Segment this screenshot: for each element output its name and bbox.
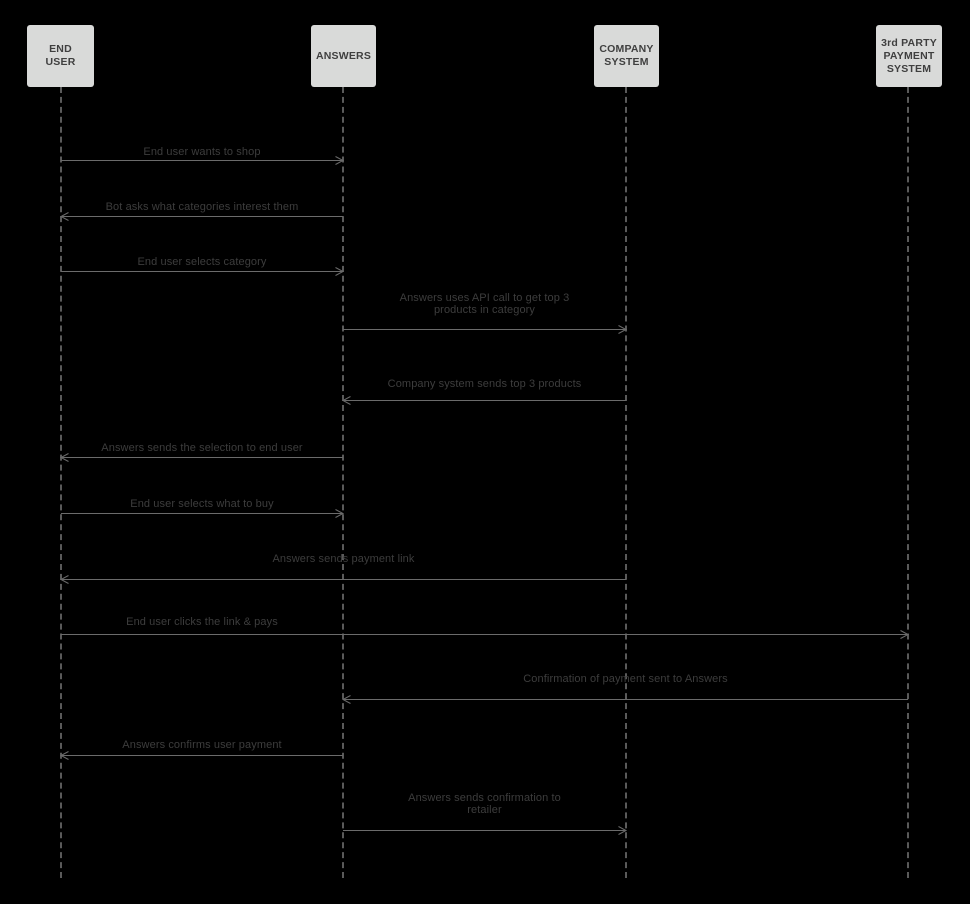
message-label: End user wants to shop bbox=[143, 146, 261, 158]
lifeline-company-system bbox=[625, 87, 627, 878]
message-line bbox=[343, 400, 626, 401]
message-line bbox=[61, 579, 626, 580]
message-line bbox=[61, 160, 343, 161]
arrowhead-left-icon bbox=[59, 575, 69, 584]
arrowhead-left-icon bbox=[341, 695, 351, 704]
message-line bbox=[61, 216, 343, 217]
message-label: End user selects what to buy bbox=[130, 498, 274, 510]
message-label: Company system sends top 3 products bbox=[387, 378, 582, 390]
arrowhead-right-icon bbox=[335, 156, 345, 165]
message-line bbox=[61, 755, 343, 756]
lifeline-header-company-system[interactable]: COMPANY SYSTEM bbox=[594, 25, 659, 87]
lifeline-header-end-user[interactable]: END USER bbox=[27, 25, 94, 87]
message-line bbox=[61, 271, 343, 272]
message-label: Answers sends the selection to end user bbox=[101, 442, 303, 454]
arrowhead-left-icon bbox=[341, 396, 351, 405]
lifeline-label: COMPANY SYSTEM bbox=[599, 43, 654, 68]
lifeline-answers bbox=[342, 87, 344, 878]
lifeline-label: 3rd PARTY PAYMENT SYSTEM bbox=[881, 36, 937, 75]
message-line bbox=[343, 699, 908, 700]
arrowhead-left-icon bbox=[59, 212, 69, 221]
arrowhead-left-icon bbox=[59, 453, 69, 462]
lifeline-header-third-party-payment[interactable]: 3rd PARTY PAYMENT SYSTEM bbox=[876, 25, 942, 87]
message-line bbox=[343, 329, 626, 330]
lifeline-header-answers[interactable]: ANSWERS bbox=[311, 25, 376, 87]
lifeline-end-user bbox=[60, 87, 62, 878]
message-label: Answers confirms user payment bbox=[122, 739, 282, 751]
message-line bbox=[343, 830, 626, 831]
message-label: Answers sends payment link bbox=[272, 553, 415, 565]
lifeline-label: ANSWERS bbox=[315, 49, 372, 62]
message-line bbox=[61, 513, 343, 514]
lifeline-third-party-payment bbox=[907, 87, 909, 878]
message-label: Answers sends confirmation to retailer bbox=[408, 792, 561, 816]
message-line bbox=[61, 634, 908, 635]
message-line bbox=[61, 457, 343, 458]
arrowhead-left-icon bbox=[59, 751, 69, 760]
arrowhead-right-icon bbox=[618, 826, 628, 835]
message-label: End user selects category bbox=[137, 256, 267, 268]
message-label: Confirmation of payment sent to Answers bbox=[523, 673, 728, 685]
arrowhead-right-icon bbox=[335, 509, 345, 518]
lifeline-label: END USER bbox=[45, 43, 76, 68]
message-label: Bot asks what categories interest them bbox=[105, 201, 299, 213]
arrowhead-right-icon bbox=[618, 325, 628, 334]
arrowhead-right-icon bbox=[900, 630, 910, 639]
message-label: End user clicks the link & pays bbox=[126, 616, 278, 628]
message-label: Answers uses API call to get top 3 produ… bbox=[399, 292, 570, 316]
arrowhead-right-icon bbox=[335, 267, 345, 276]
